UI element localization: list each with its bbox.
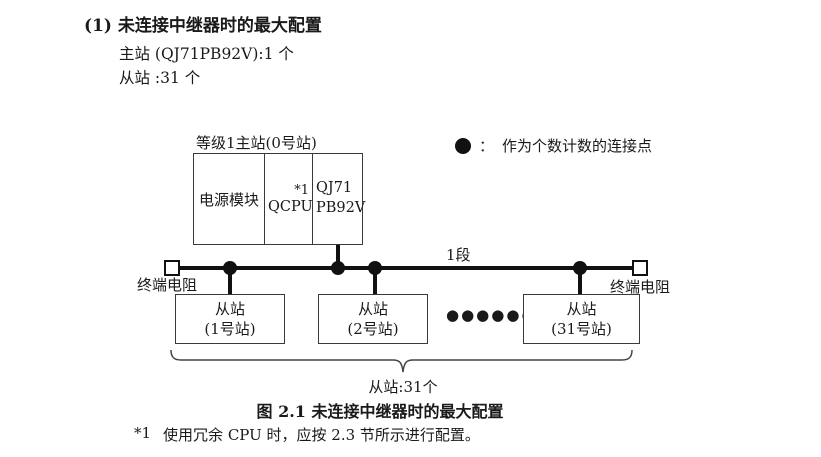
connection-point-icon <box>223 261 237 275</box>
connection-point-icon <box>331 261 345 275</box>
figure-caption: 图 2.1 未连接中继器时的最大配置 <box>256 402 504 421</box>
connection-point-icon <box>368 261 382 275</box>
slave31-drop-line <box>578 269 582 295</box>
ellipsis-dots-icon: ●●●●●● <box>446 306 537 324</box>
segment-label: 1段 <box>446 246 471 264</box>
footnote: *1 使用冗余 CPU 时，应按 2.3 节所示进行配置。 <box>134 424 480 445</box>
legend-separator: ： <box>479 137 495 155</box>
bus-line <box>172 266 640 270</box>
slave-total-label: 从站:31个 <box>368 378 438 396</box>
connection-point-icon <box>455 137 471 154</box>
master-count-line: 主站 (QJ71PB92V):1 个 <box>119 45 294 63</box>
terminator-right-icon <box>632 260 648 276</box>
legend-text: 作为个数计数的连接点 <box>502 137 653 155</box>
slave-station-box-1: 从站 (1号站) <box>175 294 285 344</box>
qj71-label-line1: QJ71 <box>316 180 353 197</box>
terminator-right-label: 终端电阻 <box>610 278 671 296</box>
master-station-box: 电源模块 *1 QCPU QJ71 PB92V <box>193 153 366 245</box>
master-station-label: 等级1主站(0号站) <box>196 134 317 152</box>
qj71pb92v-cell: QJ71 PB92V <box>313 154 366 244</box>
legend: ： 作为个数计数的连接点 <box>455 135 652 156</box>
footnote-text: 使用冗余 CPU 时，应按 2.3 节所示进行配置。 <box>163 426 480 444</box>
master-drop-line <box>336 245 340 267</box>
brace-bracket <box>170 349 633 373</box>
terminator-left-icon <box>164 260 180 276</box>
footnote-marker: *1 <box>134 424 152 442</box>
section-title: (1) 未连接中继器时的最大配置 <box>84 16 322 36</box>
slave-station-number: (2号站) <box>347 320 399 338</box>
slave-station-box-31: 从站 (31号站) <box>523 294 640 344</box>
slave-station-number: (1号站) <box>204 320 256 338</box>
terminator-left-label: 终端电阻 <box>137 276 198 294</box>
connection-point-icon <box>573 261 587 275</box>
qcpu-label: QCPU <box>268 198 313 215</box>
slave-name: 从站 <box>357 299 388 318</box>
slave-name: 从站 <box>214 299 245 318</box>
slave2-drop-line <box>373 269 377 295</box>
slave-count-line: 从站 :31 个 <box>119 69 201 87</box>
qcpu-cell: *1 QCPU <box>265 154 313 244</box>
slave-station-number: (31号站) <box>551 320 612 338</box>
slave1-drop-line <box>228 269 232 295</box>
power-module-cell: 电源模块 <box>194 154 265 244</box>
slave-station-box-2: 从站 (2号站) <box>318 294 428 344</box>
qj71-label-line2: PB92V <box>316 200 366 216</box>
qcpu-footnote-marker: *1 <box>294 182 309 198</box>
slave-name: 从站 <box>566 299 597 318</box>
